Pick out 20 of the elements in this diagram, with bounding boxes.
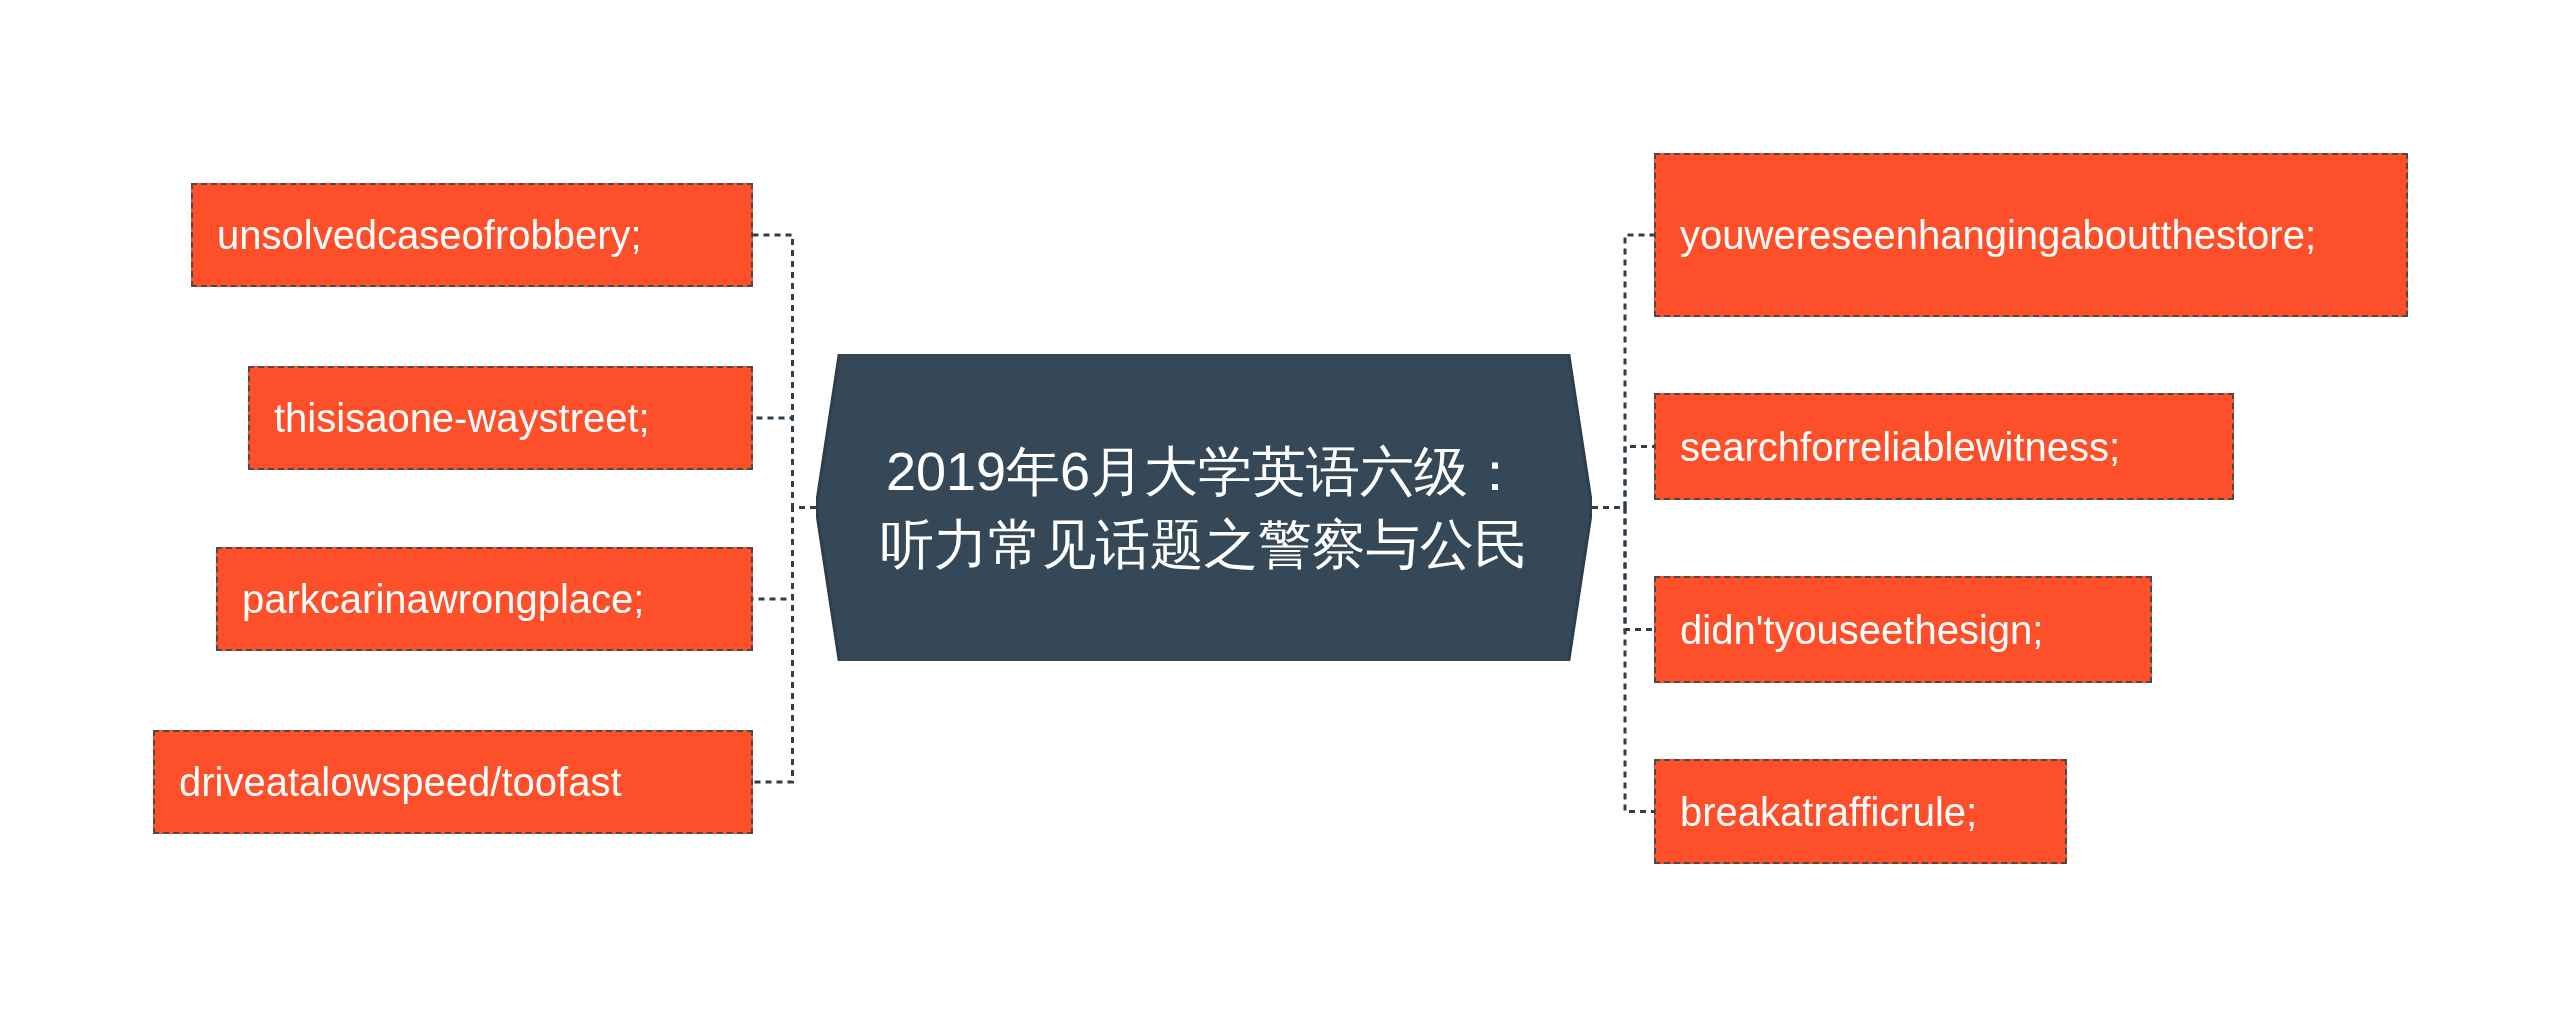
connector-line (753, 506, 816, 784)
topic-box (1654, 759, 2067, 864)
topic-title: 2019年6月大学英语六级：听力常见话题之警察与公民 (879, 439, 1529, 576)
central-topic (816, 354, 1592, 661)
topic-text: thisisaone-waystreet; (274, 395, 651, 442)
topic-box (248, 366, 753, 470)
topic-text: searchforreliablewitness; (1680, 423, 2122, 471)
topic-box (191, 183, 753, 287)
topic-text: driveatalowspeed/toofast (179, 759, 623, 806)
topic-box (216, 547, 753, 651)
topic-text: unsolvedcaseofrobbery; (217, 212, 643, 259)
connector-line (1592, 506, 1654, 813)
topic-box (1654, 576, 2152, 683)
topic-text: breakatrafficrule; (1680, 788, 1979, 836)
topic-box (1654, 153, 2408, 317)
topic-text: parkcarinawrongplace; (242, 576, 646, 623)
topic-box (153, 730, 753, 834)
topic-text: didn'tyouseethesign; (1680, 606, 2045, 654)
topic-box (1654, 393, 2234, 500)
topic-text: youwereseenhangingaboutthestore; (1680, 212, 2318, 259)
